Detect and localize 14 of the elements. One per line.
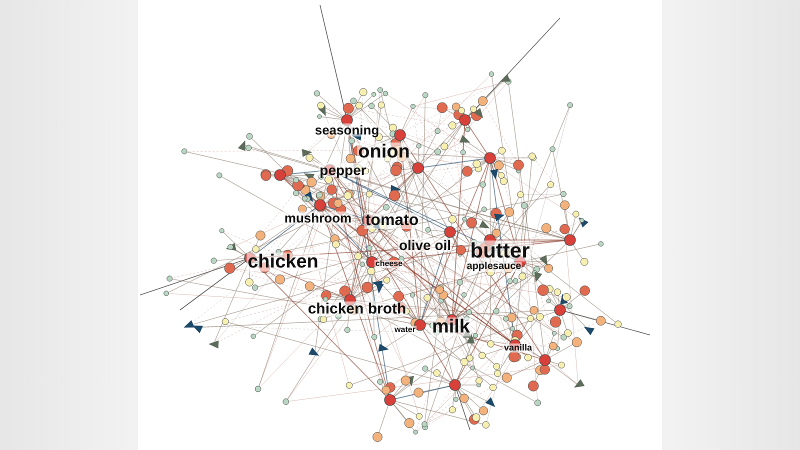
ingredient-label: chicken broth <box>306 302 408 316</box>
ingredient-label: seasoning <box>314 124 380 136</box>
ingredient-label: butter <box>469 240 531 262</box>
ingredient-label: applesauce <box>466 262 522 272</box>
ingredient-label: pepper <box>318 163 368 177</box>
ingredient-label: water <box>394 326 416 334</box>
ingredient-label: milk <box>430 318 472 336</box>
ingredient-label: olive oil <box>398 238 452 252</box>
ingredient-label: tomato <box>364 213 420 229</box>
ingredient-label: cheese <box>374 260 404 268</box>
ingredient-label: chicken <box>246 252 320 272</box>
ingredient-label: mushroom <box>283 212 353 224</box>
ingredient-label: onion <box>357 142 411 162</box>
ingredient-label: vanilla <box>503 344 533 352</box>
